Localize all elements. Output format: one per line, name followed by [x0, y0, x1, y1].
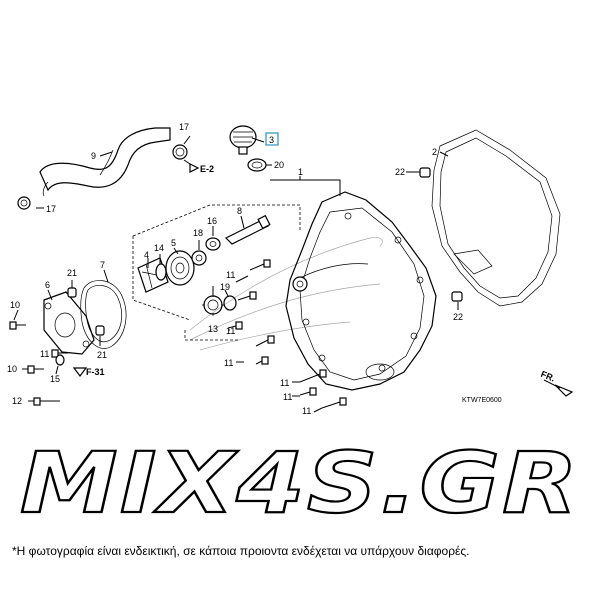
label-part-11g: 11 [40, 349, 49, 359]
e2-arrow-head [189, 163, 200, 173]
label-part-21b: 21 [97, 350, 107, 360]
ref-e2: E-2 [200, 164, 214, 174]
washer-16 [205, 237, 221, 251]
ref-front: FR. [539, 369, 556, 384]
seal-19 [223, 295, 237, 311]
filler-cap [229, 125, 257, 155]
bolt-11-b [237, 291, 257, 301]
label-part-19: 19 [220, 282, 230, 292]
label-part-11d: 11 [280, 378, 289, 388]
bolt-11-a [249, 259, 271, 271]
ref-f31: F-31 [86, 367, 105, 377]
dowel-22a [419, 167, 431, 178]
bolt-11-g [299, 387, 317, 396]
label-part-7: 7 [100, 260, 105, 270]
label-part-9: 9 [91, 151, 96, 161]
f31-arrow-head [72, 367, 88, 377]
pump-cover [43, 291, 95, 355]
drawing-code: KTW7E0600 [462, 397, 502, 404]
label-part-21a: 21 [67, 268, 77, 278]
label-part-3: 3 [269, 135, 274, 145]
bolt-11-e [255, 356, 269, 365]
label-part-2: 2 [432, 147, 437, 157]
pump-shaft [224, 214, 271, 245]
cover-gasket [431, 129, 561, 307]
hose-clamp-left [17, 196, 31, 210]
dowel-pin-a [67, 287, 77, 298]
coolant-hose [39, 127, 171, 197]
label-part-12: 12 [12, 396, 22, 406]
bolt-11-c [227, 321, 243, 330]
front-arrow [543, 379, 574, 397]
bolt-10a [9, 321, 26, 330]
label-part-14: 14 [154, 243, 164, 253]
crankcase-cover [285, 191, 437, 391]
bolt-11-left [51, 349, 68, 358]
label-part-5: 5 [171, 238, 176, 248]
water-pump-assembly-frame [132, 204, 301, 341]
dowel-22b [451, 291, 463, 302]
watermark-swoosh [189, 237, 383, 351]
label-part-22b: 22 [453, 312, 463, 322]
pump-body [165, 250, 195, 286]
bolt-11-f [299, 369, 327, 383]
pump-gasket [80, 280, 127, 349]
label-part-22a: 22 [395, 167, 405, 177]
seal-14 [155, 263, 167, 281]
label-part-11b: 11 [226, 326, 235, 336]
label-part-4: 4 [144, 250, 149, 260]
bolt-11-h [321, 397, 347, 409]
bolt-12 [33, 397, 60, 406]
label-part-18: 18 [193, 228, 203, 238]
label-part-15: 15 [50, 374, 60, 384]
label-part-20: 20 [274, 160, 284, 170]
label-part-17b: 17 [46, 204, 56, 214]
label-part-1: 1 [298, 167, 303, 177]
label-part-11c: 11 [224, 358, 233, 368]
o-ring [247, 158, 267, 172]
label-part-11f: 11 [302, 406, 311, 416]
label-part-3-box [265, 132, 279, 146]
label-part-6: 6 [45, 280, 50, 290]
washer-15 [55, 354, 65, 366]
disclaimer-text: *Η φωτογραφία είναι ενδεικτική, σε κάποι… [12, 544, 470, 558]
bolt-11-d [255, 335, 275, 347]
label-part-17a: 17 [179, 122, 189, 132]
bearing-18 [191, 250, 207, 266]
hose-clamp-top [172, 144, 188, 160]
bolt-10b [27, 365, 44, 374]
label-part-16: 16 [207, 216, 217, 226]
label-part-13: 13 [208, 324, 218, 334]
label-part-11e: 11 [283, 392, 292, 402]
label-part-10b: 10 [7, 364, 17, 374]
leader-lines [13, 135, 459, 413]
dowel-pin-b [95, 325, 105, 336]
brand-logo-text: MIX4S.GR [20, 434, 580, 532]
label-part-11a: 11 [226, 270, 235, 280]
label-part-10a: 10 [10, 300, 20, 310]
label-part-8: 8 [237, 206, 242, 216]
